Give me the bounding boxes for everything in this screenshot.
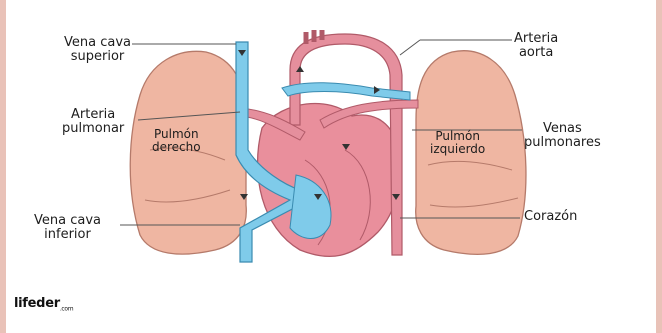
label-arteria-aorta: Arteria aorta xyxy=(514,32,558,60)
label-vena-cava-superior: Vena cava superior xyxy=(64,36,131,64)
label-pulmon-izquierdo: Pulmón izquierdo xyxy=(430,130,485,156)
label-vena-cava-inferior: Vena cava inferior xyxy=(34,214,101,242)
label-venas-pulmonares: Venas pulmonares xyxy=(524,122,601,150)
label-pulmon-derecho: Pulmón derecho xyxy=(152,128,201,154)
brand-logo: lifeder.com xyxy=(14,296,73,313)
label-corazon: Corazón xyxy=(524,210,577,224)
label-arteria-pulmonar: Arteria pulmonar xyxy=(62,108,124,136)
